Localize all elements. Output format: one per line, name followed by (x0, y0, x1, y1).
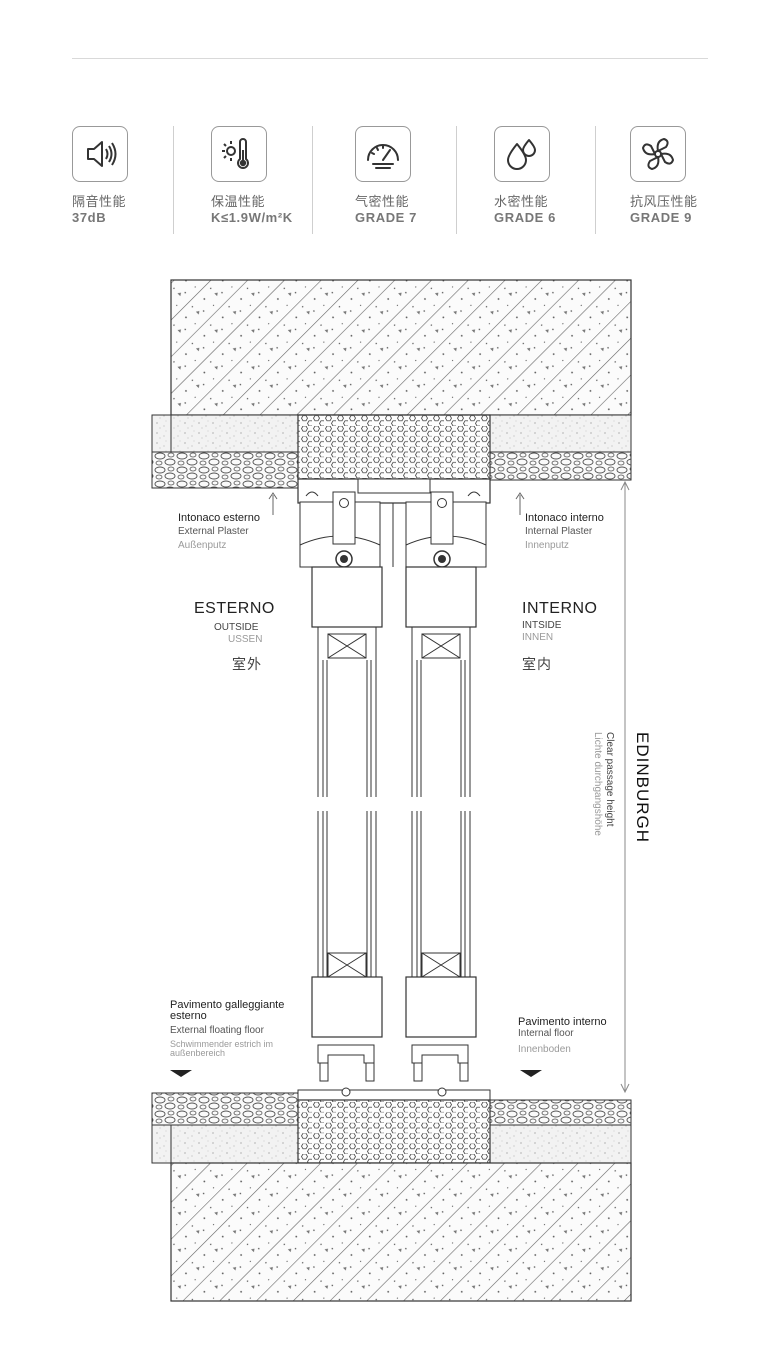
divider (312, 126, 313, 234)
wind-fan-icon (630, 126, 686, 182)
top-concrete-slab (170, 279, 632, 416)
spec-label: 隔音性能 (72, 194, 127, 209)
floor-ext-it: Pavimento galleggiante esterno (170, 999, 285, 1022)
section-svg (151, 279, 632, 1302)
outside-label-en: OUTSIDE (214, 622, 259, 633)
spec-thermal: 保温性能 K≤1.9W/m²K (211, 126, 331, 226)
inside-label-it: INTERNO (522, 600, 598, 617)
spec-acoustic: 隔音性能 37dB (72, 126, 192, 226)
floor-int-en: Internal floor (518, 1028, 574, 1039)
plaster-int-de: Innenputz (525, 540, 569, 551)
bottom-concrete-slab (170, 1162, 632, 1302)
outside-label-cn: 室外 (232, 656, 262, 672)
soundproof-speaker-icon (72, 126, 128, 182)
water-drops-icon (494, 126, 550, 182)
top-gravel-left (151, 451, 299, 489)
divider (456, 126, 457, 234)
spec-airtightness: 气密性能 GRADE 7 (355, 126, 475, 226)
bottom-gravel-left (151, 1092, 299, 1126)
outside-label-it: ESTERNO (194, 600, 275, 617)
outside-label-de: USSEN (228, 634, 263, 645)
spec-value: GRADE 7 (355, 210, 417, 225)
top-insulation (297, 414, 491, 480)
plaster-ext-de: Außenputz (178, 540, 227, 551)
bottom-gravel-right (489, 1099, 632, 1126)
spec-value: 37dB (72, 210, 107, 225)
top-gravel-right (489, 451, 632, 481)
inside-label-en: INTSIDE (522, 620, 562, 631)
spec-value: GRADE 6 (494, 210, 556, 225)
model-name: EDINBURGH (633, 732, 652, 844)
divider (595, 126, 596, 234)
clear-height-en: Clear passage height (604, 732, 615, 827)
bottom-insulation (297, 1099, 491, 1164)
spec-value: GRADE 9 (630, 210, 692, 225)
divider (173, 126, 174, 234)
plaster-ext-en: External Plaster (178, 526, 249, 537)
plaster-int-it: Intonaco interno (525, 512, 604, 524)
spec-label: 抗风压性能 (630, 194, 698, 209)
spec-value: K≤1.9W/m²K (211, 210, 293, 225)
floor-ext-en: External floating floor (170, 1025, 264, 1036)
spec-wind-pressure: 抗风压性能 GRADE 9 (630, 126, 750, 226)
plaster-int-en: Internal Plaster (525, 526, 593, 537)
inside-label-cn: 室内 (522, 656, 552, 672)
spec-label: 保温性能 (211, 194, 266, 209)
thermometer-sun-icon (211, 126, 267, 182)
spec-label: 气密性能 (355, 194, 410, 209)
floor-ext-de: Schwimmender estrich im außenbereich (170, 1039, 274, 1058)
airtight-gauge-icon (355, 126, 411, 182)
top-divider (72, 58, 708, 59)
spec-watertightness: 水密性能 GRADE 6 (494, 126, 614, 226)
inside-label-de: INNEN (522, 632, 554, 643)
plaster-ext-it: Intonaco esterno (178, 512, 260, 524)
spec-label: 水密性能 (494, 194, 549, 209)
clear-height-de: Lichte durchgangshöhe (592, 732, 603, 836)
performance-specs: 隔音性能 37dB 保温性能 K≤1.9W/m²K (72, 126, 712, 238)
floor-int-de: Innenboden (518, 1044, 571, 1055)
floor-int-it: Pavimento interno (518, 1016, 607, 1028)
section-drawing: Intonaco esterno External Plaster Außenp… (0, 270, 772, 1310)
